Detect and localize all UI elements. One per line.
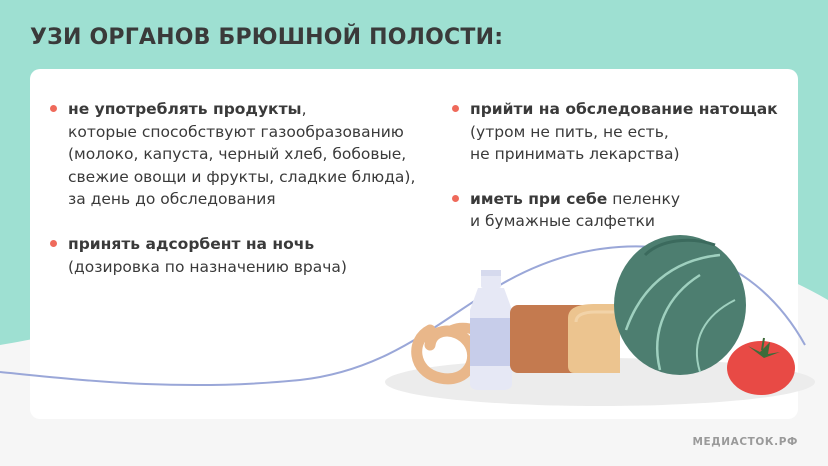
list-item: не употреблять продукты, которые способс… bbox=[50, 98, 430, 211]
bullet-icon bbox=[452, 105, 459, 112]
item-text: не принимать лекарства) bbox=[470, 145, 680, 164]
page-title: УЗИ ОРГАНОВ БРЮШНОЙ ПОЛОСТИ: bbox=[30, 25, 504, 50]
item-text: (молоко, капуста, черный хлеб, бобовые, bbox=[68, 145, 407, 164]
item-heading: не употреблять продукты, bbox=[68, 100, 307, 118]
item-text: (дозировка по назначению врача) bbox=[68, 257, 347, 276]
bullet-icon bbox=[50, 105, 57, 112]
item-text: которые способствуют газообразованию bbox=[68, 122, 404, 141]
bullet-icon bbox=[452, 194, 459, 202]
left-column: не употреблять продукты, которые способс… bbox=[50, 98, 430, 300]
item-heading: иметь при себе пеленку bbox=[470, 189, 681, 208]
bullet-icon bbox=[50, 239, 57, 247]
site-footer-logo: МЕДИАСТОК.РФ bbox=[692, 436, 798, 448]
item-text: и бумажные салфетки bbox=[470, 212, 655, 231]
list-item: иметь при себе пеленку и бумажные салфет… bbox=[452, 188, 792, 233]
item-text: (утром не пить, не есть, bbox=[470, 122, 669, 141]
item-text: за день до обследования bbox=[68, 190, 276, 209]
item-heading: принять адсорбент на ночь bbox=[68, 234, 315, 253]
list-item: принять адсорбент на ночь (дозировка по … bbox=[50, 233, 430, 278]
item-heading: прийти на обследование натощак bbox=[470, 100, 778, 118]
right-column: прийти на обследование натощак (утром не… bbox=[452, 98, 792, 255]
item-text: свежие овощи и фрукты, сладкие блюда), bbox=[68, 167, 416, 186]
list-item: прийти на обследование натощак (утром не… bbox=[452, 98, 792, 166]
